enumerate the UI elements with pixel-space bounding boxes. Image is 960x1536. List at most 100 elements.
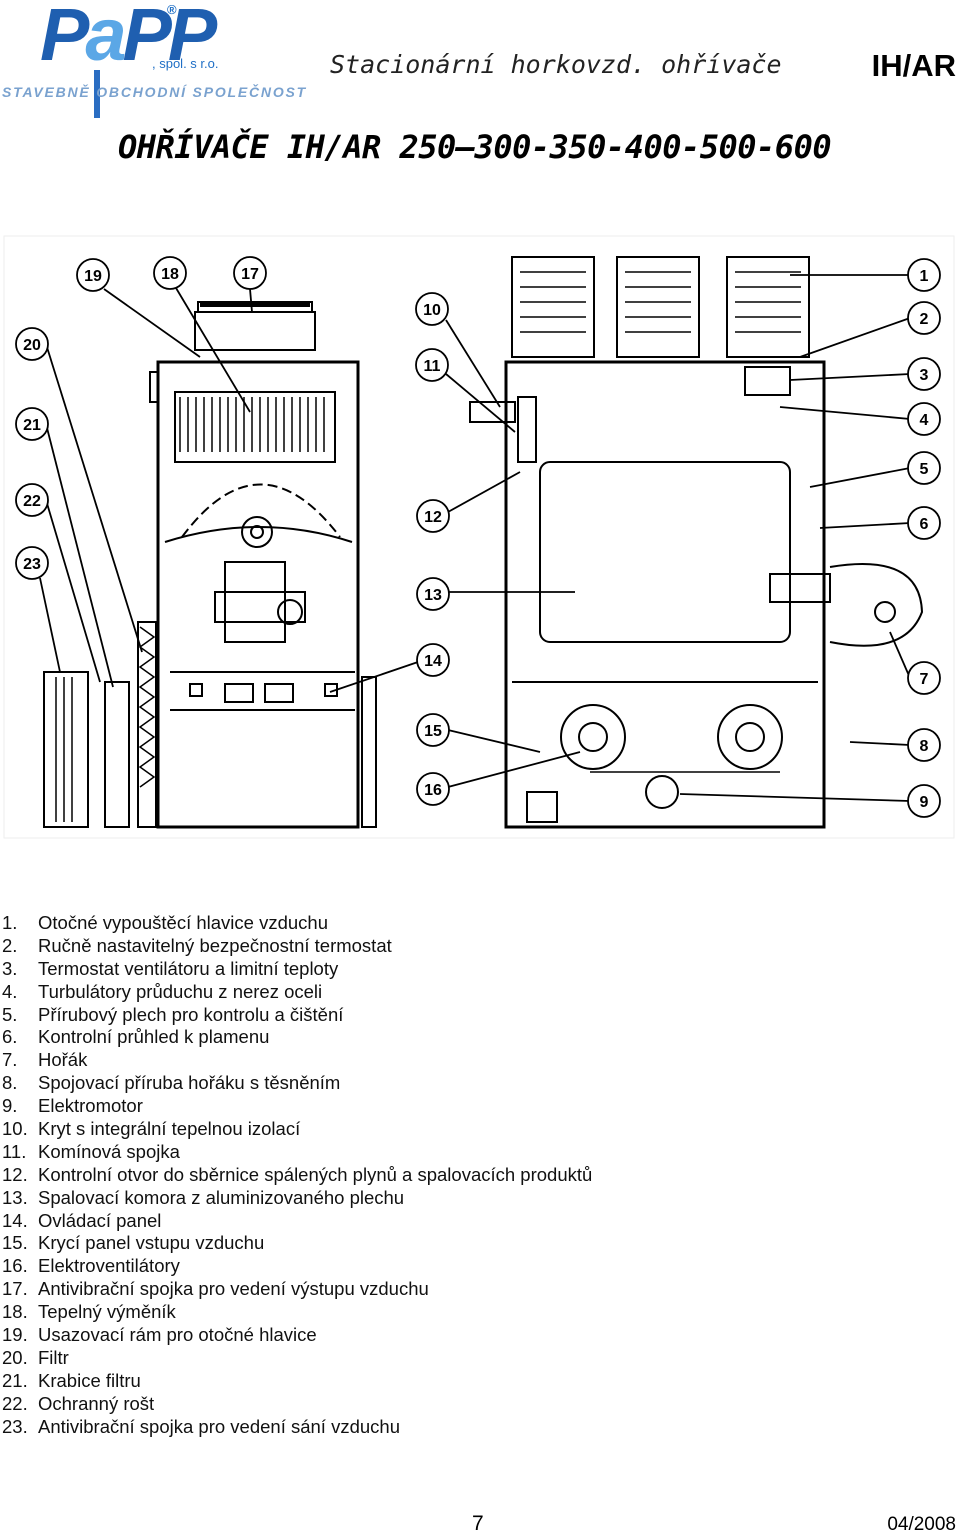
logo-letters-pp: PP: [122, 0, 218, 76]
legend-number: 4.: [2, 980, 18, 1002]
parts-legend: 1. Otočné vypouštěcí hlavice vzduchu 2.Ru…: [2, 912, 592, 1438]
legend-number: 15.: [2, 1232, 28, 1254]
legend-text: Krabice filtru: [38, 1369, 141, 1391]
legend-number: 1.: [2, 912, 18, 933]
callout-label: 18: [161, 266, 179, 283]
legend-item: 12. Kontrolní otvor do sběrnice spálených…: [2, 1164, 592, 1187]
legend-text: Kontrolní průhled k plamenu: [38, 1026, 270, 1048]
legend-text: Kryt s integrální tepelnou izolací: [38, 1118, 301, 1140]
callout-11: 11: [415, 348, 516, 433]
legend-item: 6.Kontrolní průhled k plamenu: [2, 1026, 592, 1049]
legend-number: 9.: [2, 1095, 18, 1117]
legend-text: Otočné vypouštěcí hlavice vzduchu: [38, 912, 328, 933]
callout-15: 15: [416, 713, 541, 753]
legend-text: Hořák: [38, 1049, 88, 1071]
legend-item: 2.Ručně nastavitelný bezpečnostní termos…: [2, 935, 592, 958]
callout-label: 22: [23, 493, 41, 510]
legend-item: 3. Termostat ventilátoru a limitní teplot…: [2, 958, 592, 981]
callout-label: 21: [23, 417, 41, 434]
legend-number: 7.: [2, 1049, 18, 1071]
heater-drawing: 1 2 3 4 5 6 7 8 9 10 11 12 13 14 15 16 1…: [3, 235, 955, 839]
legend-item: 10. Kryt s integrální tepelnou izolací: [2, 1118, 592, 1141]
callout-21: 21: [15, 407, 114, 688]
legend-number: 10.: [2, 1118, 28, 1140]
document-date: 04/2008: [887, 1514, 956, 1535]
legend-number: 18.: [2, 1301, 28, 1323]
legend-item: 15. Krycí panel vstupu vzduchu: [2, 1232, 592, 1255]
callout-17: 17: [233, 256, 267, 313]
callout-5: 5: [809, 451, 941, 488]
legend-text: Elektromotor: [38, 1095, 143, 1117]
callout-label: 14: [424, 653, 442, 670]
callout-label: 7: [920, 671, 929, 688]
legend-text: Usazovací rám pro otočné hlavice: [38, 1324, 317, 1346]
legend-text: Elektroventilátory: [38, 1255, 180, 1277]
legend-text: Ochranný rošt: [38, 1392, 155, 1414]
callout-9: 9: [679, 784, 941, 818]
legend-text: Krycí panel vstupu vzduchu: [38, 1232, 265, 1254]
legend-number: 8.: [2, 1072, 18, 1094]
document-title: OHŘÍVAČE IH/AR 250–300-350-400-500-600: [118, 128, 832, 166]
callout-22: 22: [15, 483, 101, 683]
callout-label: 5: [920, 461, 929, 478]
callout-label: 4: [920, 412, 929, 429]
callout-label: 11: [424, 358, 441, 375]
legend-text: Ručně nastavitelný bezpečnostní termosta…: [38, 934, 392, 956]
legend-text: Turbulátory průduchu z nerez oceli: [38, 980, 323, 1002]
side-view: [43, 301, 377, 829]
callout-label: 12: [424, 509, 442, 526]
legend-text: Přírubový plech pro kontrolu a čištění: [38, 1003, 344, 1025]
callout-label: 8: [920, 738, 929, 755]
callout-label: 23: [23, 556, 41, 573]
legend-item: 17.Antivibrační spojka pro vedení výstup…: [2, 1278, 592, 1301]
legend-item: 1. Otočné vypouštěcí hlavice vzduchu: [2, 912, 592, 935]
legend-text: Antivibrační spojka pro vedení výstupu v…: [38, 1278, 429, 1300]
company-logo: PaPP ® , spol. s r.o. STAVEBNĚ OBCHODNÍ …: [0, 0, 305, 125]
legend-text: Termostat ventilátoru a limitní teploty: [38, 957, 339, 979]
logo-bar: [94, 70, 100, 118]
legend-item: 18. Tepelný výměník: [2, 1301, 592, 1324]
legend-text: Kontrolní otvor do sběrnice spálených pl…: [38, 1163, 593, 1185]
legend-item: 19.Usazovací rám pro otočné hlavice: [2, 1324, 592, 1347]
callout-16: 16: [416, 751, 581, 806]
callout-14: 14: [329, 643, 450, 693]
legend-item: 21.Krabice filtru: [2, 1370, 592, 1393]
legend-text: Tepelný výměník: [38, 1301, 176, 1323]
legend-item: 20.Filtr: [2, 1347, 592, 1370]
legend-number: 3.: [2, 957, 18, 979]
callout-label: 2: [920, 311, 929, 328]
callout-8: 8: [849, 728, 941, 762]
legend-text: Komínová spojka: [38, 1140, 180, 1162]
callout-label: 15: [424, 723, 442, 740]
callout-18: 18: [153, 256, 251, 413]
legend-number: 5.: [2, 1003, 18, 1025]
legend-text: Spalovací komora z aluminizovaného plech…: [38, 1186, 405, 1208]
logo-letter-a: a: [85, 0, 126, 76]
legend-item: 23.Antivibrační spojka pro vedení sání v…: [2, 1416, 592, 1439]
callout-label: 13: [424, 587, 442, 604]
callout-19: 19: [76, 258, 201, 358]
callout-7: 7: [889, 631, 941, 695]
legend-item: 8.Spojovací příruba hořáku s těsněním: [2, 1072, 592, 1095]
legend-item: 13.Spalovací komora z aluminizovaného pl…: [2, 1187, 592, 1210]
legend-number: 12.: [2, 1163, 28, 1185]
logo-suffix: , spol. s r.o.: [152, 56, 219, 71]
callout-label: 17: [241, 266, 259, 283]
logo-letter-p: P: [40, 0, 89, 76]
callout-label: 19: [84, 268, 102, 285]
callout-4: 4: [779, 402, 941, 436]
callout-label: 10: [423, 302, 441, 319]
callout-label: 9: [920, 794, 929, 811]
callout-3: 3: [789, 357, 941, 391]
callout-20: 20: [15, 327, 143, 653]
legend-text: Ovládací panel: [38, 1209, 162, 1231]
callout-2: 2: [799, 301, 941, 358]
legend-number: 23.: [2, 1415, 28, 1437]
legend-number: 22.: [2, 1392, 28, 1414]
legend-item: 14.Ovládací panel: [2, 1210, 592, 1233]
callout-13: 13: [416, 577, 575, 611]
logo-wordmark: PaPP: [40, 0, 217, 72]
callout-label: 20: [23, 337, 41, 354]
callout-6: 6: [819, 506, 941, 540]
callout-10: 10: [415, 292, 501, 408]
